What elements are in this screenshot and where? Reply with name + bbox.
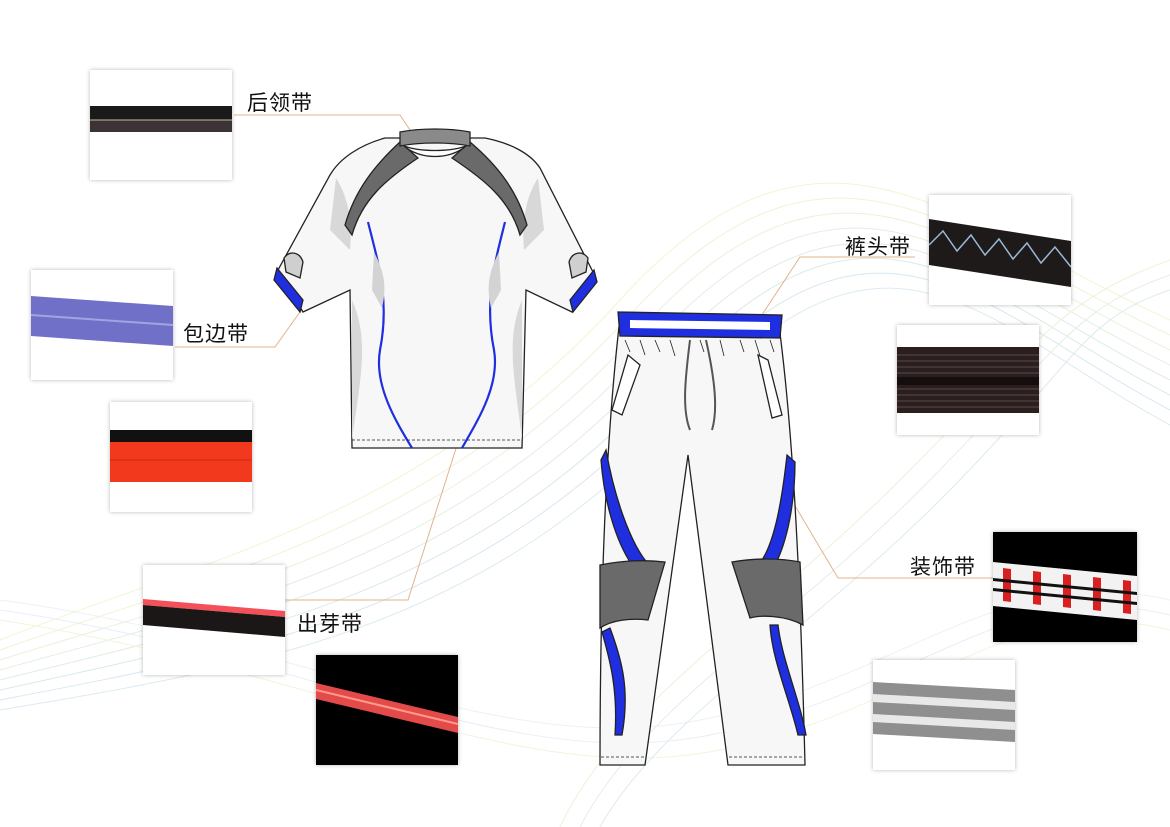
piping-tape-swatch-2 — [143, 565, 285, 675]
t-shirt-body — [277, 137, 594, 449]
waistband-tape-swatch-2 — [897, 325, 1039, 435]
drawstring-right — [705, 339, 717, 431]
pants-sketch — [599, 311, 807, 766]
raglan-band-left — [344, 141, 420, 237]
pocket-left — [611, 353, 641, 416]
neck-opening — [403, 145, 467, 158]
decorative-tape-swatch-1 — [993, 532, 1137, 642]
decorative-tape-swatch-2 — [873, 660, 1015, 770]
piping-tape-swatch-1 — [110, 402, 252, 512]
label-decorative-tape: 装饰带 — [910, 555, 976, 579]
leader-binding — [175, 297, 311, 348]
pants-body — [599, 317, 806, 766]
collar — [399, 128, 471, 147]
t-shirt-armhole-shade-right — [523, 178, 544, 250]
binding-tape-swatch — [31, 270, 173, 380]
t-shirt-shade-right — [512, 300, 522, 440]
inner-panel-right — [488, 252, 501, 308]
blue-panel-left-lower — [601, 627, 626, 736]
pocket-right — [757, 353, 783, 419]
waistband-tape-swatch — [929, 195, 1071, 305]
piping-right — [461, 221, 507, 449]
label-piping-tape: 出芽带 — [297, 612, 363, 636]
blue-panel-right-lower — [769, 624, 807, 736]
leader-waistband — [751, 256, 915, 331]
t-shirt-sketch — [273, 128, 598, 449]
leader-piping — [285, 419, 466, 601]
waistband-gathers — [624, 339, 775, 357]
label-waistband-tape: 裤头带 — [845, 235, 911, 259]
raglan-band-right — [450, 141, 528, 237]
sleeve-panel-right — [568, 252, 589, 279]
t-shirt-shade-left — [352, 300, 363, 440]
knee-panel-right — [731, 558, 804, 627]
piping-tape-swatch-3 — [316, 655, 458, 765]
waistband-inner — [630, 320, 770, 330]
leader-lines — [175, 114, 993, 601]
sleeve-cuff-left — [273, 266, 304, 314]
label-binding-tape: 包边带 — [183, 322, 249, 346]
knee-panel-left — [599, 560, 666, 630]
label-back-neck-tape: 后领带 — [247, 91, 313, 115]
inner-panel-left — [372, 252, 385, 308]
sleeve-cuff-right — [569, 268, 598, 314]
sleeve-panel-left — [283, 252, 304, 279]
leader-decorative — [787, 493, 993, 579]
piping-left — [366, 221, 413, 449]
t-shirt-armhole-shade-left — [330, 178, 351, 250]
back-neck-tape-swatch — [90, 70, 232, 180]
drawstring-left — [684, 339, 691, 431]
